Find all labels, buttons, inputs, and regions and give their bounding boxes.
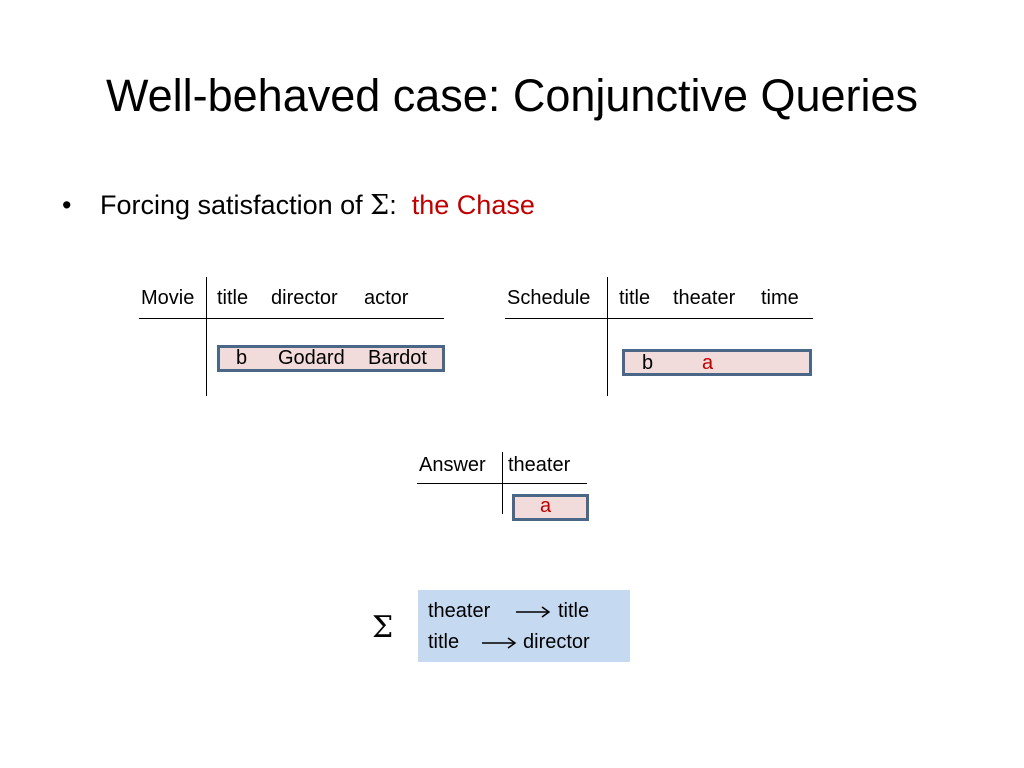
answer-col-theater: theater — [508, 454, 571, 476]
answer-divider — [502, 452, 503, 514]
answer-table-name: Answer — [419, 454, 486, 476]
schedule-divider — [607, 277, 608, 396]
dependency-2-left: title — [428, 631, 460, 653]
answer-row-highlight — [512, 494, 589, 521]
sigma-dependency-box — [418, 590, 630, 662]
schedule-row-title: b — [642, 352, 654, 374]
dependency-1-left: theater — [428, 600, 491, 622]
movie-divider — [206, 277, 207, 396]
bullet-item: • Forcing satisfaction of Σ: the Chase — [62, 190, 535, 221]
schedule-col-theater: theater — [673, 287, 736, 309]
movie-col-actor: actor — [364, 287, 409, 309]
movie-row-actor: Bardot — [368, 347, 427, 369]
slide-title: Well-behaved case: Conjunctive Queries — [105, 70, 919, 121]
sigma-label: Σ — [372, 610, 394, 645]
schedule-col-time: time — [761, 287, 799, 309]
schedule-row-highlight — [622, 349, 812, 376]
right-arrow-icon — [515, 603, 551, 621]
schedule-row-theater: a — [702, 352, 714, 374]
answer-row-theater: a — [540, 495, 552, 517]
dependency-2-right: director — [523, 631, 590, 653]
schedule-header-rule — [505, 318, 813, 319]
sigma-symbol: Σ — [370, 190, 390, 221]
movie-header-rule — [139, 318, 444, 319]
movie-row-director: Godard — [278, 347, 345, 369]
bullet-text: Forcing satisfaction of — [100, 190, 363, 220]
schedule-col-title: title — [619, 287, 651, 309]
movie-row-title: b — [236, 347, 248, 369]
bullet-colon: : — [389, 190, 397, 220]
chase-highlight: the Chase — [411, 190, 535, 220]
schedule-table-name: Schedule — [507, 287, 591, 309]
movie-col-title: title — [217, 287, 249, 309]
movie-col-director: director — [271, 287, 338, 309]
right-arrow-icon — [481, 634, 517, 652]
movie-row-highlight — [217, 345, 445, 372]
movie-table-name: Movie — [141, 287, 195, 309]
bullet-marker: • — [62, 190, 72, 220]
dependency-1-right: title — [558, 600, 590, 622]
